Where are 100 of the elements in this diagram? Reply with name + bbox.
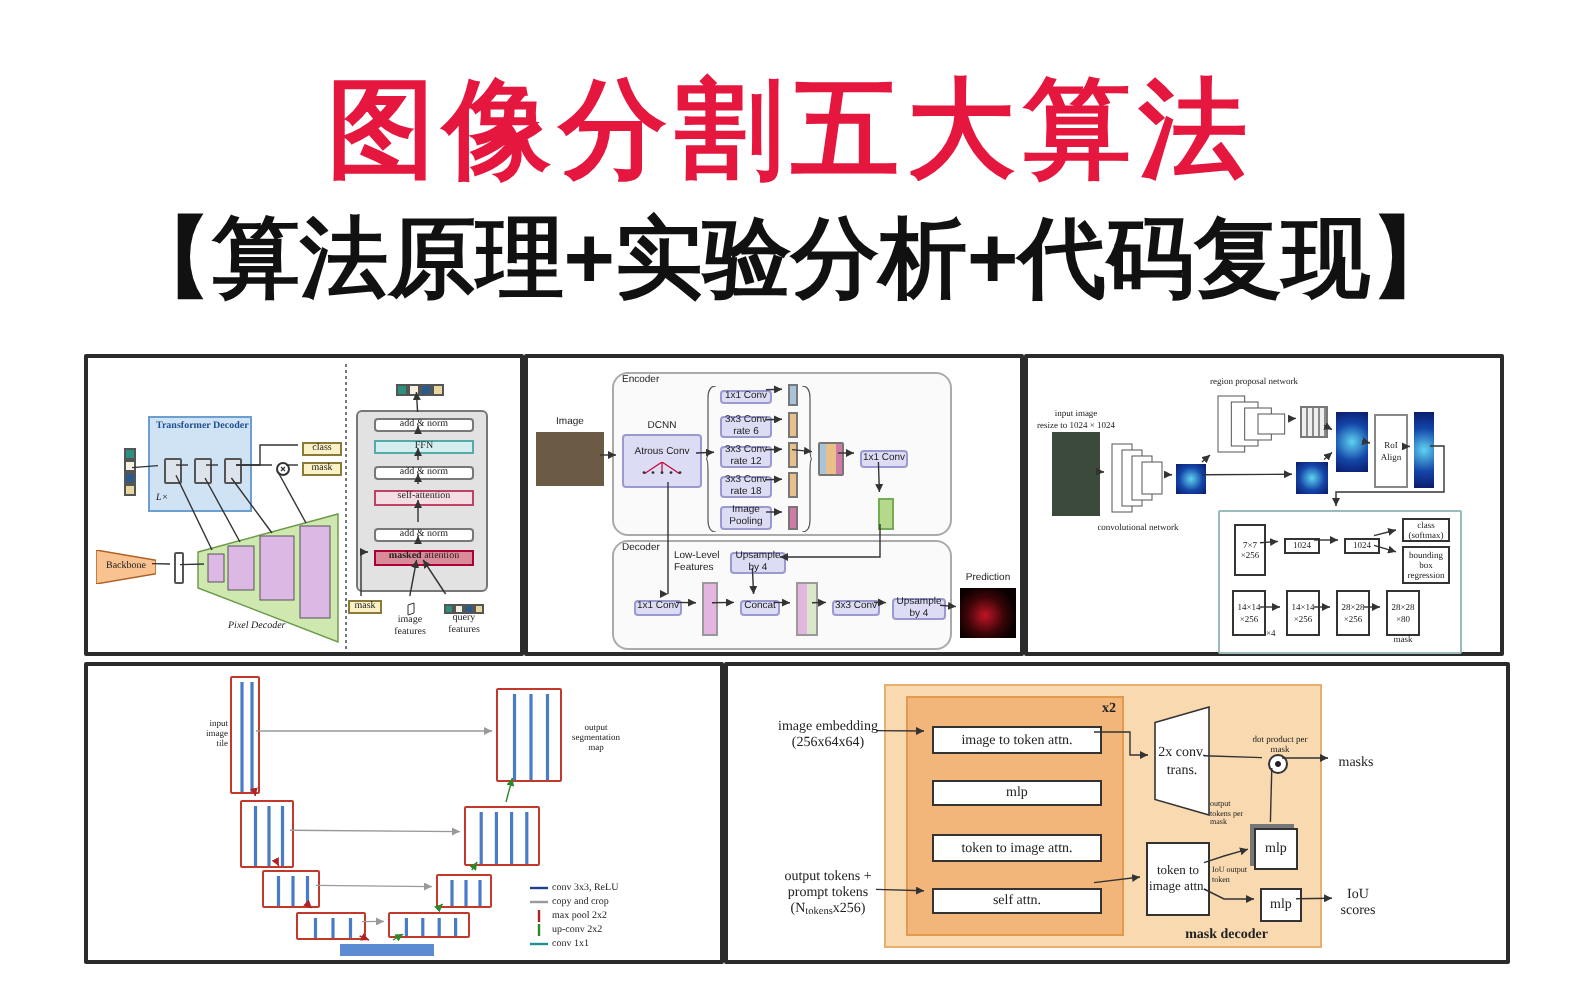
arrow	[1201, 470, 1293, 479]
layer-box	[374, 490, 474, 506]
arrow	[939, 601, 957, 610]
arrow	[711, 598, 735, 607]
process-box	[1254, 828, 1298, 870]
feature-map-picture	[1336, 412, 1368, 472]
arrow	[1402, 442, 1411, 451]
feature-map-picture	[1296, 462, 1328, 494]
connector-line	[1269, 767, 1273, 823]
arrow	[1361, 437, 1371, 446]
arrow	[765, 475, 783, 484]
feature-block	[388, 912, 470, 938]
arrow	[303, 899, 313, 909]
arrow	[289, 827, 461, 836]
arrow	[875, 886, 925, 895]
arrow	[1201, 454, 1211, 464]
decoder-layer-panel	[356, 410, 488, 592]
arrow	[409, 559, 420, 597]
arrow	[392, 933, 404, 942]
feature-map-box	[1234, 524, 1266, 576]
diagram-panel	[724, 662, 1510, 964]
module-panel	[906, 696, 1124, 936]
process-box	[740, 600, 780, 616]
arrow	[695, 448, 715, 457]
arrow	[1363, 603, 1381, 611]
arrow	[1313, 603, 1331, 611]
feature-map-picture	[1414, 412, 1434, 488]
process-box	[1284, 538, 1320, 554]
feature-map-box	[1336, 590, 1370, 636]
arrow	[791, 446, 813, 455]
arrow	[469, 861, 478, 871]
arrow	[875, 461, 884, 493]
arrow	[1203, 847, 1249, 864]
connector-line	[277, 471, 307, 524]
arrow	[315, 882, 433, 891]
arrow	[249, 787, 258, 797]
arrow	[255, 727, 493, 735]
arrow	[1323, 422, 1333, 431]
arrow	[773, 598, 791, 607]
layer-box	[374, 440, 474, 454]
connector-line	[1203, 755, 1263, 759]
process-box	[932, 888, 1102, 914]
arrow	[1323, 451, 1333, 461]
connector-block	[174, 552, 184, 584]
connector-line	[285, 464, 299, 466]
connector-line	[175, 464, 189, 466]
head-panel	[1218, 510, 1462, 654]
layer-box	[374, 550, 474, 566]
feature-bar	[788, 506, 798, 530]
connector-line	[151, 562, 171, 565]
arrow	[765, 508, 783, 516]
feature-bar	[702, 582, 718, 636]
arrow	[873, 598, 887, 607]
arrow	[664, 481, 672, 595]
feature-map-box	[1386, 590, 1420, 636]
arrow	[1093, 731, 1149, 759]
multiply-circle	[276, 462, 290, 476]
arrow	[361, 917, 385, 926]
output-tag	[302, 442, 342, 456]
arrow	[271, 857, 280, 867]
arrow	[1203, 888, 1255, 903]
arrow	[1373, 528, 1397, 537]
arrow	[1093, 874, 1141, 884]
input-tag	[348, 600, 382, 614]
feature-bar	[788, 384, 798, 406]
arrow	[1313, 536, 1339, 544]
arrow	[412, 391, 421, 413]
arrow	[837, 449, 855, 457]
module-panel	[884, 684, 1322, 948]
feature-bar	[878, 498, 894, 530]
arrow	[1163, 470, 1173, 479]
trapezoid-block	[1154, 706, 1210, 816]
diagram-panel	[84, 662, 724, 964]
module-panel	[612, 372, 952, 536]
process-box	[1344, 538, 1380, 554]
feature-block	[262, 870, 320, 908]
arrow	[358, 933, 370, 941]
connector-line	[230, 477, 273, 534]
layer-box	[374, 418, 474, 432]
arrow	[811, 598, 827, 607]
process-box	[1260, 888, 1302, 922]
process-box	[932, 834, 1102, 862]
diagram-panel	[84, 354, 524, 656]
feature-block	[436, 874, 492, 908]
arrow	[599, 451, 617, 459]
connector-line	[235, 464, 273, 466]
arrow	[675, 598, 697, 607]
arrow	[779, 523, 881, 561]
feature-bar	[796, 582, 818, 636]
backbone-trapezoid	[96, 550, 156, 584]
layer-box	[374, 466, 474, 480]
layer-box	[164, 458, 182, 484]
layer-box	[194, 458, 212, 484]
arrow	[505, 777, 515, 803]
process-box	[720, 506, 772, 530]
layer-box	[224, 458, 242, 484]
arrow	[765, 415, 783, 424]
feature-stack	[818, 442, 844, 476]
feature-block	[464, 806, 540, 866]
connector-line	[131, 464, 159, 469]
